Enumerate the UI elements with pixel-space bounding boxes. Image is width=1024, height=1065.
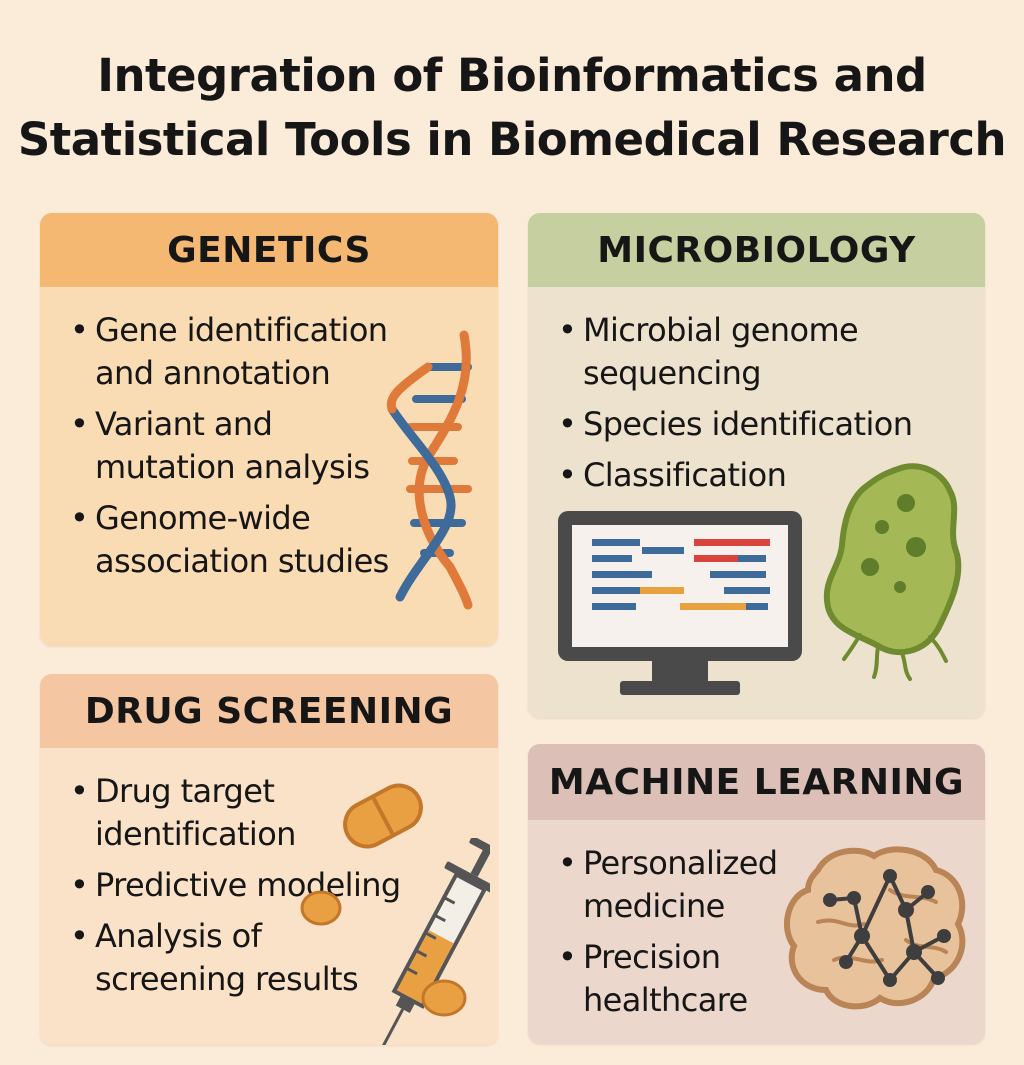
microbiology-card: MICROBIOLOGY Microbial genomesequencing … xyxy=(528,213,985,718)
list-item: Species identification xyxy=(558,403,913,446)
drug-screening-card: DRUG SCREENING Drug targetidentification… xyxy=(40,674,498,1045)
pill-icon xyxy=(343,783,423,849)
machine-learning-header: MACHINE LEARNING xyxy=(528,744,985,820)
page-title: Integration of Bioinformatics and Statis… xyxy=(0,44,1024,172)
genetics-heading: GENETICS xyxy=(167,229,371,271)
list-item: Classification xyxy=(558,454,912,497)
microbiology-header: MICROBIOLOGY xyxy=(528,213,985,287)
computer-monitor-icon xyxy=(558,511,802,695)
microbiology-heading: MICROBIOLOGY xyxy=(597,229,916,271)
drug-screening-header: DRUG SCREENING xyxy=(40,674,498,748)
pill-icon xyxy=(300,890,342,926)
syringe-icon xyxy=(372,838,490,1045)
genetics-header: GENETICS xyxy=(40,213,498,287)
drug-screening-heading: DRUG SCREENING xyxy=(84,690,454,732)
title-line-2: Statistical Tools in Biomedical Research xyxy=(17,113,1007,166)
brain-network-icon xyxy=(783,846,966,1010)
list-item: Predictive modeling xyxy=(70,864,401,907)
pill-icon xyxy=(421,979,467,1017)
machine-learning-heading: MACHINE LEARNING xyxy=(548,761,965,803)
bacterium-icon xyxy=(823,463,962,681)
title-line-1: Integration of Bioinformatics and xyxy=(97,49,927,102)
dna-icon xyxy=(386,330,473,610)
